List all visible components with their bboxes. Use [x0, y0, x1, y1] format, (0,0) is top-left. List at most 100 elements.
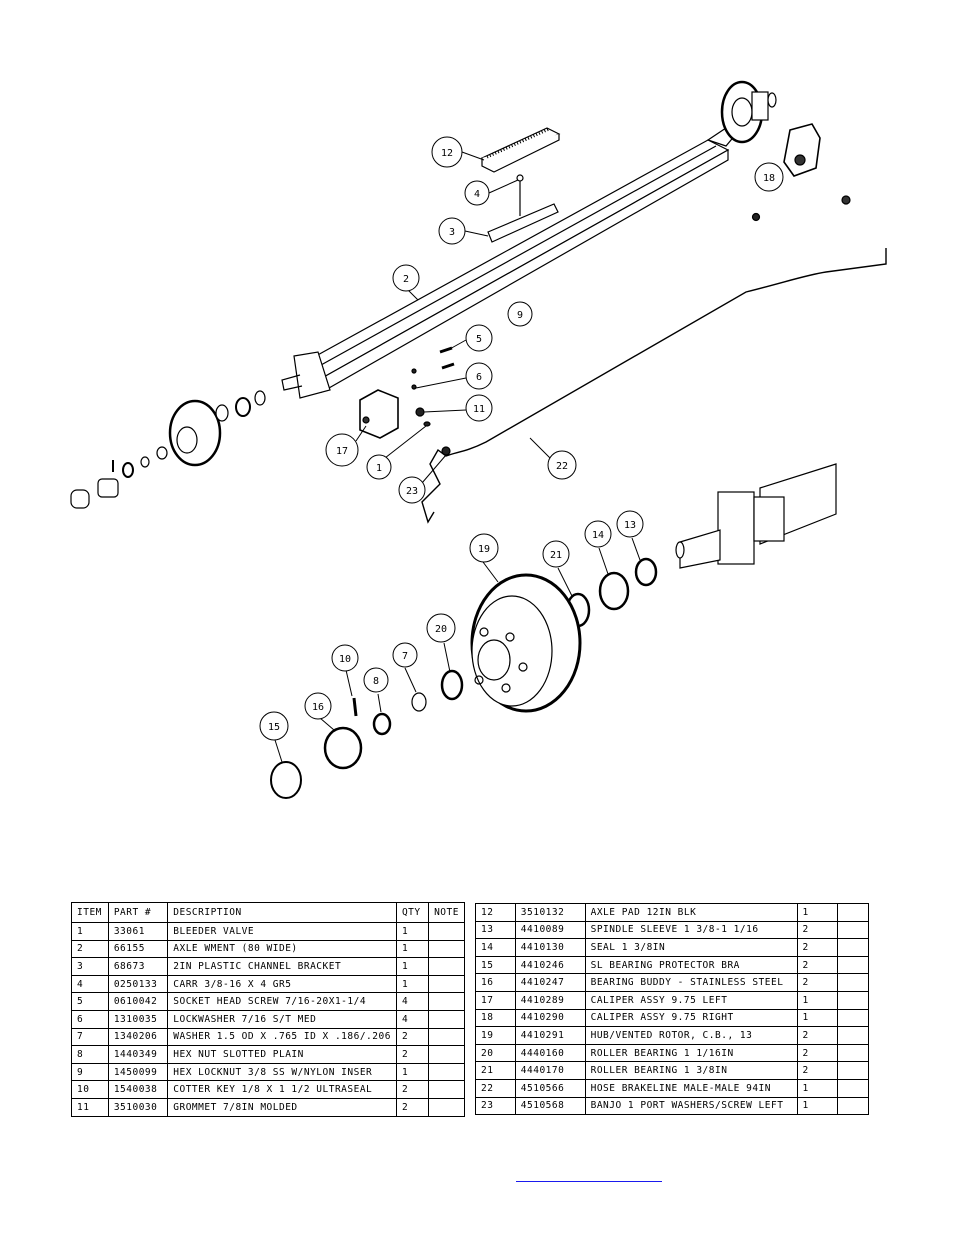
cell-part: 4410247 — [514, 973, 586, 992]
cell-qty: 2 — [796, 973, 839, 992]
cell-item: 23 — [475, 1096, 516, 1116]
cell-qty: 2 — [796, 938, 839, 957]
cell-part: 4410291 — [514, 1026, 586, 1045]
cell-desc: BEARING BUDDY - STAINLESS STEEL — [584, 973, 798, 992]
cell-note — [837, 938, 869, 957]
cell-note — [428, 957, 465, 976]
cell-qty: 2 — [796, 920, 839, 940]
cell-note — [428, 1009, 465, 1029]
cell-part: 33061 — [107, 922, 169, 941]
cell-qty: 2 — [395, 1097, 430, 1117]
cell-item: 21 — [475, 1061, 516, 1080]
cell-desc: GROMMET 7/8IN MOLDED — [167, 1097, 397, 1117]
balloon-4: 4 — [474, 189, 480, 200]
cell-part: 1310035 — [107, 1009, 169, 1029]
balloon-20: 20 — [435, 624, 447, 635]
cell-part: 4440160 — [514, 1043, 586, 1063]
cell-item: 12 — [475, 903, 516, 922]
cell-note — [428, 1045, 465, 1064]
right-rotor-top — [720, 80, 777, 144]
balloon-6: 6 — [476, 372, 482, 383]
cell-qty: 2 — [395, 1045, 430, 1064]
cell-note — [837, 990, 869, 1010]
balloon-22: 22 — [556, 461, 568, 472]
cell-desc: 2IN PLASTIC CHANNEL BRACKET — [167, 957, 397, 976]
cell-part: 0610042 — [107, 992, 169, 1011]
axle-pad — [480, 127, 561, 173]
cell-qty: 1 — [395, 939, 430, 959]
cell-item: 9 — [71, 1062, 109, 1082]
cell-note — [837, 1096, 869, 1116]
cell-item: 17 — [475, 990, 516, 1010]
header-qty: QTY — [395, 902, 430, 923]
balloon-14: 14 — [592, 530, 604, 541]
cell-qty: 4 — [395, 1009, 430, 1029]
cell-desc: CALIPER ASSY 9.75 RIGHT — [584, 1008, 798, 1028]
cell-note — [428, 974, 465, 994]
balloon-10: 10 — [339, 654, 351, 665]
cell-part: 1440349 — [107, 1045, 169, 1064]
cell-part: 4510568 — [514, 1096, 586, 1116]
cell-part: 0250133 — [107, 974, 169, 994]
cell-item: 16 — [475, 973, 516, 992]
cell-qty: 1 — [395, 957, 430, 976]
balloon-15: 15 — [268, 722, 280, 733]
cell-part: 1540038 — [107, 1080, 169, 1099]
cell-item: 22 — [475, 1078, 516, 1098]
cell-qty: 2 — [796, 1061, 839, 1080]
cell-note — [428, 1080, 465, 1099]
cell-desc: ROLLER BEARING 1 3/8IN — [584, 1061, 798, 1080]
cell-note — [837, 1061, 869, 1080]
cell-desc: CARR 3/8-16 X 4 GR5 — [167, 974, 397, 994]
cell-part: 1340206 — [107, 1027, 169, 1047]
balloon-19: 19 — [478, 544, 490, 555]
cell-part: 66155 — [107, 939, 169, 959]
balloon-5: 5 — [476, 334, 482, 345]
cell-part: 1450099 — [107, 1062, 169, 1082]
cell-note — [428, 1062, 465, 1082]
cell-qty: 4 — [395, 992, 430, 1011]
cell-desc: AXLE WMENT (80 WIDE) — [167, 939, 397, 959]
cell-part: 4410130 — [514, 938, 586, 957]
cell-desc: AXLE PAD 12IN BLK — [584, 903, 798, 922]
cell-item: 18 — [475, 1008, 516, 1028]
hyperlink-underline[interactable] — [516, 1181, 662, 1182]
cell-part: 68673 — [107, 957, 169, 976]
cell-qty: 1 — [796, 1078, 839, 1098]
cell-qty: 2 — [796, 1043, 839, 1063]
cell-note — [837, 1008, 869, 1028]
header-description: DESCRIPTION — [167, 902, 397, 923]
cell-part: 4410290 — [514, 1008, 586, 1028]
cell-note — [428, 1027, 465, 1047]
cell-desc: SEAL 1 3/8IN — [584, 938, 798, 957]
cell-item: 5 — [71, 992, 109, 1011]
header-note: NOTE — [428, 902, 465, 923]
cell-part: 4410089 — [514, 920, 586, 940]
cell-desc: HEX LOCKNUT 3/8 SS W/NYLON INSER — [167, 1062, 397, 1082]
cell-item: 13 — [475, 920, 516, 940]
header-item: ITEM — [71, 902, 109, 923]
cell-part: 4410246 — [514, 955, 586, 975]
cell-note — [428, 1097, 465, 1117]
cell-item: 19 — [475, 1026, 516, 1045]
header-part: PART # — [107, 902, 169, 923]
